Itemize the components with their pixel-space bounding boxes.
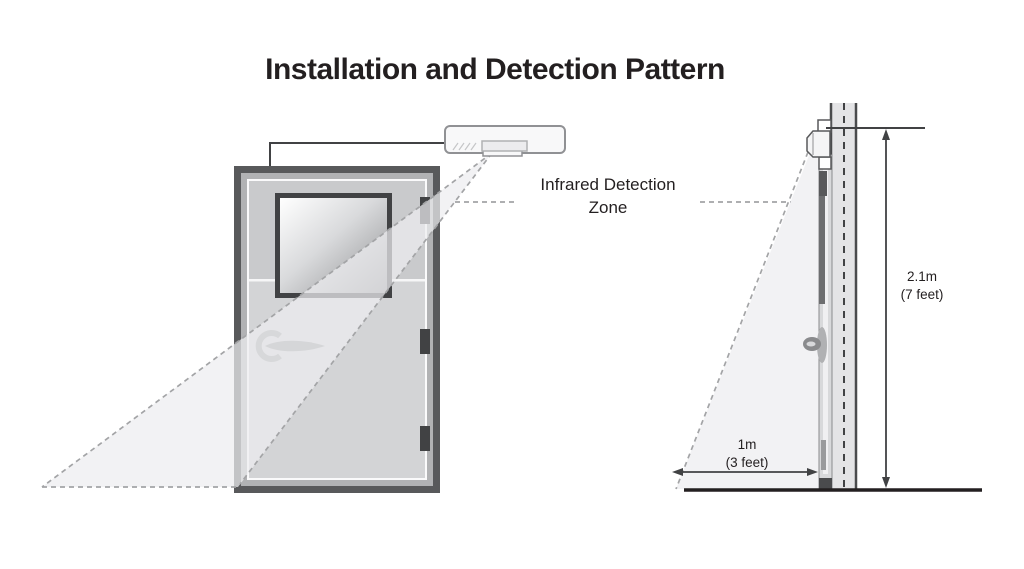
- door-edge-strip: [819, 196, 825, 304]
- sensor-body-side: [806, 130, 831, 158]
- page-title: Installation and Detection Pattern: [265, 53, 725, 86]
- door-knob-face: [806, 341, 816, 347]
- cone-edge-right: [239, 152, 493, 485]
- height-imperial: (7 feet): [900, 286, 944, 302]
- sensor-vents: [452, 142, 477, 151]
- sensor-front-view: [444, 125, 566, 157]
- depth-measure-arrow: [672, 468, 818, 476]
- depth-metric: 1m: [737, 437, 757, 452]
- hinge-bottom: [420, 426, 430, 451]
- sensor-bracket: [817, 119, 832, 133]
- infrared-zone-label: Infrared Detection Zone: [540, 175, 676, 218]
- depth-imperial: (3 feet): [725, 454, 769, 470]
- height-measurement-label: 2.1m (7 feet): [872, 268, 972, 304]
- sensor-ir-window: [481, 140, 528, 152]
- door-edge-mark: [821, 440, 826, 470]
- door-seal-top: [819, 171, 827, 196]
- sensor-side-view: [806, 119, 832, 158]
- door-side-view: [803, 154, 833, 490]
- hinge-middle: [420, 329, 430, 354]
- detection-cone-front: [41, 152, 493, 488]
- cone-edge-left: [41, 152, 493, 488]
- handle-escutcheon: [817, 327, 827, 363]
- height-measure-arrow: [882, 129, 890, 488]
- depth-measurement-label: 1m (3 feet): [700, 436, 794, 472]
- door-top-fitting: [818, 156, 832, 170]
- door-slab-highlight: [823, 162, 828, 474]
- wall-fill: [830, 103, 856, 489]
- height-metric: 2.1m: [906, 269, 937, 284]
- cone-edge-side: [675, 151, 809, 490]
- cone-fill-side: [676, 153, 820, 489]
- sensor-wire: [269, 142, 447, 167]
- wall-side-view: [829, 103, 858, 489]
- detection-cone-side: [675, 151, 820, 490]
- door-bottom-seal: [819, 478, 832, 490]
